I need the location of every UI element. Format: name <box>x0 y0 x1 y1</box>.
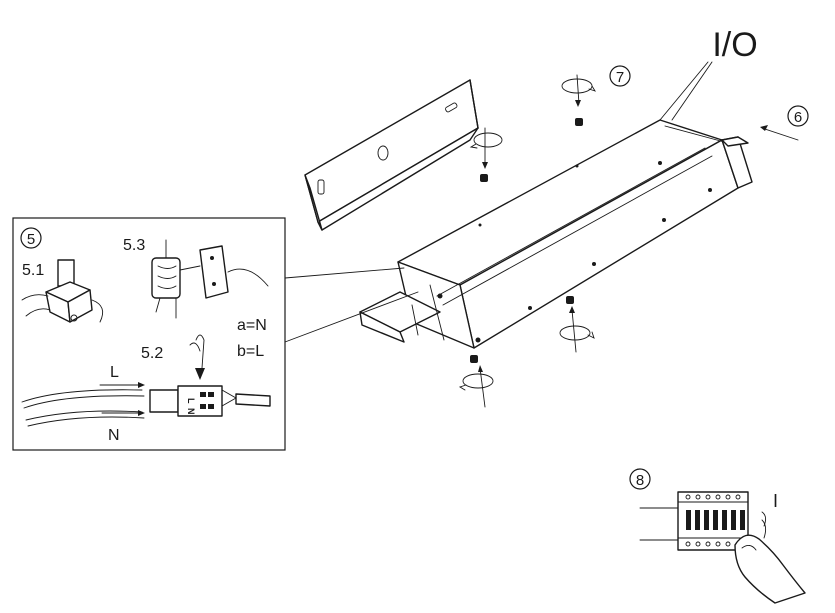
rotate-arrow-icon <box>458 365 494 408</box>
terminal-l-label: L <box>186 398 196 404</box>
wire-n-arrow: N <box>101 410 145 444</box>
step-6-arrow <box>760 125 799 141</box>
breaker-terminals <box>685 494 741 547</box>
light-housing <box>359 119 753 349</box>
substep-5-3-label: 5.3 <box>123 237 145 254</box>
io-label: I/O <box>712 26 757 64</box>
rotate-arrow-icon <box>561 74 597 107</box>
screw-icon <box>566 296 574 304</box>
supply-wires <box>21 389 145 427</box>
bracket-center-hole <box>377 145 389 161</box>
bracket-slot-left <box>317 179 325 195</box>
wire-n-label: N <box>108 427 120 444</box>
step-5-badge: 5 <box>20 227 42 249</box>
circuit-breaker-panel <box>639 491 749 551</box>
screw-icon <box>470 355 478 363</box>
terminal-n-label: N <box>186 408 196 415</box>
rotate-arrow-icon <box>559 306 595 353</box>
screw-icon <box>480 174 488 182</box>
svg-text:8: 8 <box>636 472 644 489</box>
svg-text:7: 7 <box>616 69 624 86</box>
io-pointer <box>671 61 713 121</box>
io-pointer <box>659 61 709 121</box>
step-7-badge: 7 <box>609 65 631 87</box>
switch-on-label: I <box>773 491 778 511</box>
substep-5-1-label: 5.1 <box>22 262 44 279</box>
connector-5-3-drawing <box>151 239 269 319</box>
bracket-screw-rotate-icon <box>469 127 503 169</box>
wire-l-label: L <box>110 364 119 381</box>
mounting-bracket <box>304 79 479 231</box>
legend-a: a=N <box>237 317 267 334</box>
bracket-slot-right <box>445 102 458 113</box>
breaker-switches <box>686 510 745 530</box>
switch-up-arrow <box>761 511 767 527</box>
screw-icon <box>575 118 583 126</box>
connector-5-1-drawing <box>21 259 104 323</box>
wire-l-arrow: L <box>99 364 145 388</box>
step-8-badge: 8 <box>629 468 651 490</box>
terminal-block-5-2: L N <box>149 334 271 417</box>
wiring-detail-box: 5 5.1 5.3 5.2 a=N b=L <box>12 217 419 451</box>
substep-5-2-label: 5.2 <box>141 345 163 362</box>
svg-text:5: 5 <box>27 231 35 248</box>
legend-b: b=L <box>237 343 264 360</box>
svg-text:6: 6 <box>794 109 802 126</box>
step-6-badge: 6 <box>787 105 809 127</box>
hand-icon <box>734 519 806 604</box>
